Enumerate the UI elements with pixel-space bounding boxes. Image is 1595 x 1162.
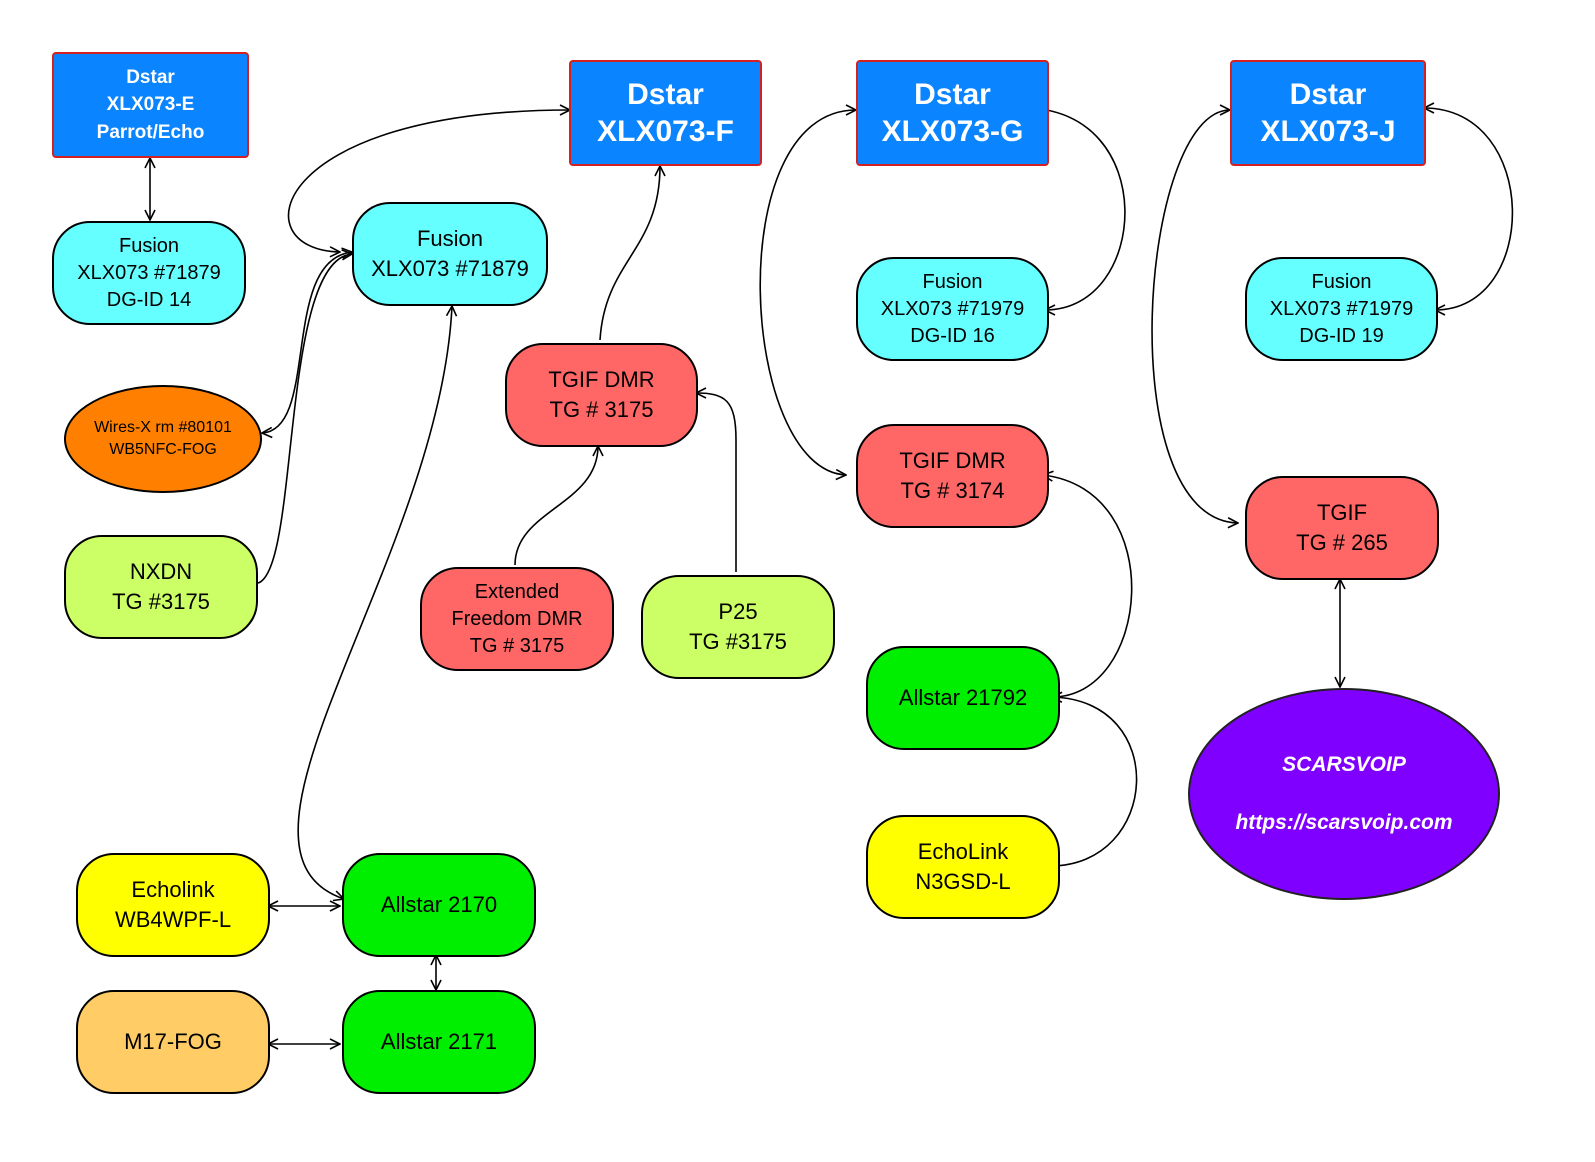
node-line: XLX073 #71879	[371, 256, 529, 281]
node-line: DG-ID 19	[1299, 324, 1384, 347]
dstar-xlx073-g-node: Dstar XLX073-G	[856, 60, 1049, 166]
echolink-n3gsd-node: EchoLink N3GSD-L	[866, 815, 1060, 919]
node-line: Freedom DMR	[451, 607, 583, 630]
node-line: TG #3175	[112, 589, 210, 614]
link-freedom-tgif-f	[514, 446, 598, 566]
scarsvoip-title: SCARSVOIP	[1282, 752, 1406, 776]
node-line: XLX073 #71979	[880, 297, 1025, 320]
node-line: Fusion	[1311, 270, 1372, 293]
node-line: Wires-X rm #80101	[94, 418, 232, 436]
node-line: Allstar 2171	[380, 1029, 498, 1055]
node-line: N3GSD-L	[915, 869, 1011, 894]
node-line: WB5NFC-FOG	[109, 441, 217, 458]
node-line: Fusion	[922, 270, 983, 293]
node-line: TG # 3175	[469, 634, 565, 657]
node-line: Parrot/Echo	[96, 121, 205, 143]
link-nxdn-fusion-f	[257, 254, 352, 584]
node-line: DG-ID 14	[106, 288, 192, 311]
link-p25-tgif-f	[696, 393, 737, 572]
node-line: Fusion	[118, 234, 180, 257]
link-fusion-f-dstar-f	[287, 110, 570, 252]
link-allstar21792-echolink-n3gsd	[1050, 697, 1138, 866]
node-line: XLX073-J	[1260, 115, 1396, 148]
tgif-dmr-g-node: TGIF DMR TG # 3174	[856, 424, 1049, 528]
dstar-xlx073-j-node: Dstar XLX073-J	[1230, 60, 1426, 166]
p25-node: P25 TG #3175	[641, 575, 835, 679]
node-line: XLX073-F	[597, 115, 734, 148]
dstar-xlx073-e-node: Dstar XLX073-E Parrot/Echo	[52, 52, 249, 158]
node-line: Extended	[474, 580, 560, 603]
m17-fog-node: M17-FOG	[76, 990, 270, 1094]
node-line: DG-ID 16	[910, 324, 995, 347]
node-line: Dstar	[914, 77, 991, 111]
node-line: XLX073-G	[881, 115, 1024, 148]
node-line: Echolink	[131, 877, 215, 903]
link-dstar-g-tgif-g	[759, 110, 856, 475]
node-line: WB4WPF-L	[114, 907, 232, 932]
node-line: XLX073-E	[106, 94, 195, 116]
allstar-2171-node: Allstar 2171	[342, 990, 536, 1094]
node-line: M17-FOG	[124, 1029, 222, 1055]
node-line: TGIF DMR	[548, 367, 655, 393]
node-line: TG # 265	[1296, 530, 1388, 555]
allstar-21792-node: Allstar 21792	[866, 646, 1060, 750]
node-line: NXDN	[129, 559, 193, 585]
node-line: Fusion	[416, 226, 484, 252]
link-dstar-g-fusion-g	[1024, 108, 1126, 310]
fusion-f-node: Fusion XLX073 #71879	[352, 202, 548, 306]
node-line: TGIF	[1316, 500, 1368, 526]
fusion-e-node: Fusion XLX073 #71879 DG-ID 14	[52, 221, 246, 325]
wiresx-node: Wires-X rm #80101 WB5NFC-FOG	[64, 385, 262, 493]
echolink-wb4wpf-node: Echolink WB4WPF-L	[76, 853, 270, 957]
node-line: Allstar 21792	[898, 685, 1028, 711]
link-wiresx-fusion-f	[262, 252, 352, 433]
scarsvoip-node: SCARSVOIP https://scarsvoip.com	[1188, 688, 1500, 900]
freedom-dmr-node: Extended Freedom DMR TG # 3175	[420, 567, 614, 671]
node-line: TGIF DMR	[899, 448, 1006, 474]
node-line: TG # 3174	[900, 478, 1005, 503]
node-line: XLX073 #71979	[1269, 297, 1414, 320]
node-line: EchoLink	[917, 839, 1009, 865]
allstar-2170-node: Allstar 2170	[342, 853, 536, 957]
node-line: TG #3175	[689, 629, 787, 654]
link-tgif-f-dstar-f	[599, 166, 660, 341]
node-line: XLX073 #71879	[77, 261, 221, 284]
dstar-xlx073-f-node: Dstar XLX073-F	[569, 60, 762, 166]
node-line: Dstar	[126, 66, 175, 88]
node-line: Allstar 2170	[380, 892, 498, 918]
link-dstar-j-fusion-j	[1424, 108, 1514, 310]
link-dstar-j-tgif-j	[1151, 110, 1238, 523]
tgif-j-node: TGIF TG # 265	[1245, 476, 1439, 580]
link-allstar2170-fusion-f	[297, 306, 452, 899]
tgif-dmr-f-node: TGIF DMR TG # 3175	[505, 343, 698, 447]
node-line: TG # 3175	[549, 397, 654, 422]
fusion-j-node: Fusion XLX073 #71979 DG-ID 19	[1245, 257, 1438, 361]
node-line: Dstar	[627, 77, 704, 111]
node-line: Dstar	[1289, 77, 1367, 111]
link-tgif-g-allstar21792	[1043, 475, 1133, 697]
fusion-g-node: Fusion XLX073 #71979 DG-ID 16	[856, 257, 1049, 361]
nxdn-node: NXDN TG #3175	[64, 535, 258, 639]
node-line: P25	[718, 599, 758, 625]
scarsvoip-url: https://scarsvoip.com	[1235, 811, 1453, 834]
